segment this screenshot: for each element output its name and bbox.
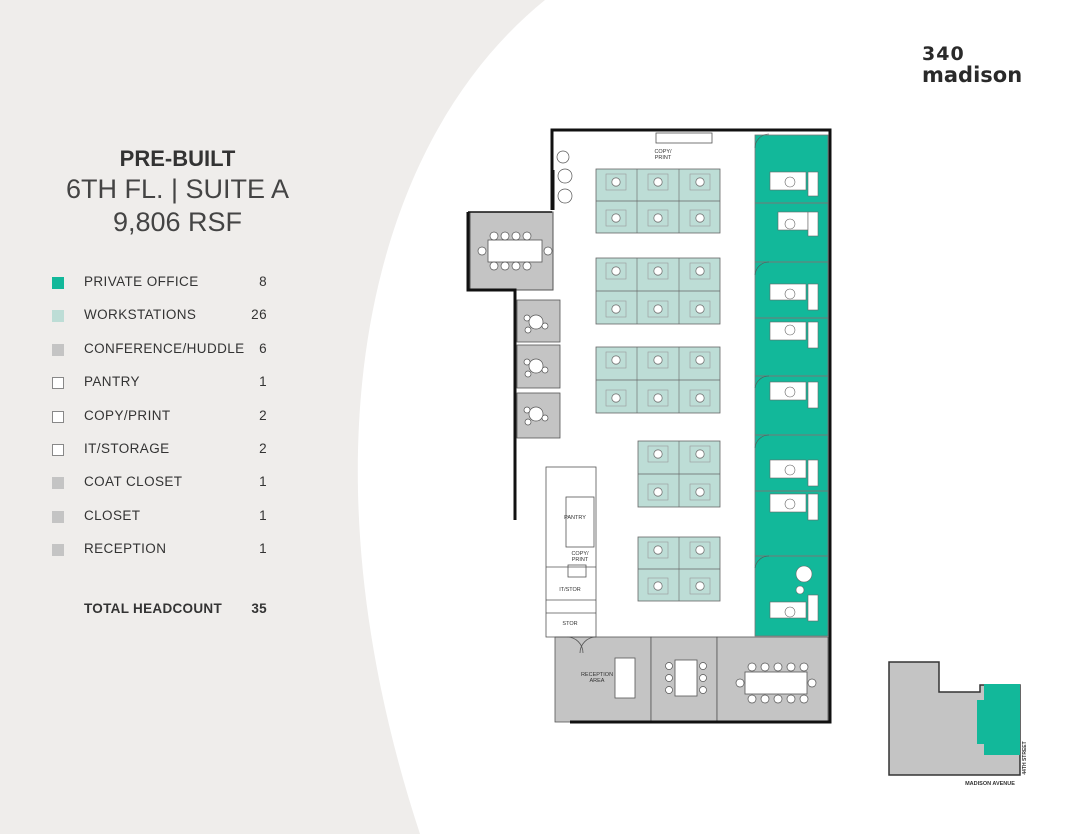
- label-reception-2: AREA: [590, 678, 605, 684]
- south-rooms: [554, 636, 829, 723]
- legend-label: PRIVATE OFFICE: [84, 274, 199, 289]
- legend-item: IT/STORAGE 2: [52, 439, 282, 472]
- legend-count: 1: [259, 507, 267, 523]
- legend-swatch: [52, 277, 64, 289]
- label-copy-print-top-2: PRINT: [655, 155, 672, 161]
- label-copy-print-mid-1: COPY/: [571, 551, 589, 557]
- legend-swatch: [52, 310, 64, 323]
- lounge-chairs: [556, 150, 573, 204]
- label-copy-print-top-1: COPY/: [654, 149, 672, 155]
- legend-count: 2: [259, 407, 267, 423]
- legend-count: 1: [259, 374, 267, 390]
- legend-swatch: [52, 377, 64, 390]
- workstation-clusters: [595, 168, 721, 602]
- private-office-column: [754, 133, 829, 637]
- legend-swatch: [52, 410, 64, 423]
- legend-label: WORKSTATIONS: [84, 307, 197, 323]
- legend-item: WORKSTATIONS 26: [52, 305, 282, 338]
- total-headcount-value: 35: [251, 601, 267, 616]
- suite-area: 9,806 RSF: [112, 207, 243, 237]
- legend-label: PANTRY: [84, 374, 140, 390]
- legend-swatch: [52, 443, 64, 456]
- legend-label: COPY/PRINT: [84, 407, 171, 423]
- street-label-44th: 44TH STREET: [1022, 741, 1028, 774]
- street-label-madison: MADISON AVENUE: [965, 781, 1015, 787]
- legend-count: 1: [259, 541, 267, 557]
- legend-item: PRIVATE OFFICE 8: [52, 272, 282, 305]
- legend-item: COPY/PRINT 2: [52, 406, 282, 439]
- suite-floor: 6TH FL. | SUITE A: [65, 174, 290, 204]
- floor-plan: COPY/ PRINT PANTRY COPY/ PRINT IT/STOR S…: [466, 128, 832, 724]
- legend-label: COAT CLOSET: [84, 474, 183, 490]
- legend-label: IT/STORAGE: [84, 440, 170, 456]
- brand-logo: 340 madison: [922, 44, 1042, 86]
- legend-count: 2: [259, 440, 267, 456]
- legend-item: CONFERENCE/HUDDLE 6: [52, 339, 282, 372]
- legend-item: CLOSET 1: [52, 506, 282, 539]
- conference-room-west: [469, 211, 554, 291]
- total-headcount: TOTAL HEADCOUNT 35: [84, 601, 269, 616]
- legend-label: CLOSET: [84, 507, 141, 523]
- suite-title-block: PRE-BUILT 6TH FL. | SUITE A 9,806 RSF: [40, 145, 315, 239]
- legend-swatch: [52, 343, 64, 356]
- legend-count: 6: [259, 340, 267, 356]
- huddle-rooms: [516, 299, 561, 439]
- brand-logo-line1: 340: [922, 43, 965, 65]
- label-storage: STOR: [562, 621, 577, 627]
- suite-type: PRE-BUILT: [119, 146, 236, 171]
- legend-item: RECEPTION 1: [52, 539, 282, 572]
- legend-swatch: [52, 544, 64, 557]
- key-plan: MADISON AVENUE 44TH STREET: [888, 661, 1028, 787]
- brand-logo-line2: madison: [922, 63, 1023, 87]
- key-plan-suite: [984, 684, 1020, 755]
- legend-swatch: [52, 477, 64, 490]
- label-reception-1: RECEPTION: [581, 672, 613, 678]
- legend-count: 8: [259, 274, 267, 289]
- legend-label: CONFERENCE/HUDDLE: [84, 340, 245, 356]
- service-core: [545, 132, 713, 654]
- legend-count: 1: [259, 474, 267, 490]
- legend-label: RECEPTION: [84, 541, 167, 557]
- label-pantry: PANTRY: [564, 515, 586, 521]
- total-headcount-label: TOTAL HEADCOUNT: [84, 601, 222, 616]
- label-copy-print-mid-2: PRINT: [572, 557, 589, 563]
- legend-count: 26: [251, 307, 267, 323]
- legend-item: PANTRY 1: [52, 372, 282, 405]
- legend-swatch: [52, 510, 64, 523]
- legend-item: COAT CLOSET 1: [52, 472, 282, 505]
- label-it-storage: IT/STOR: [559, 587, 581, 593]
- exterior-walls: [466, 128, 832, 724]
